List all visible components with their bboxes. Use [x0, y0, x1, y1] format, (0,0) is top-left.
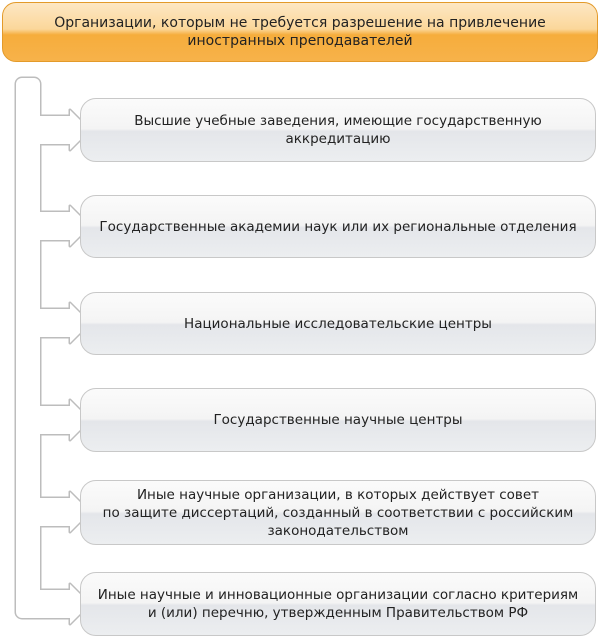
org-box-academies: Государственные академии наук или их рег…	[80, 195, 596, 258]
connector-trunk	[16, 78, 40, 618]
org-box-innovation-orgs: Иные научные и инновационные организации…	[80, 572, 596, 636]
box-line: Государственные академии наук или их рег…	[99, 218, 577, 235]
box-line: аккредитацию	[285, 131, 391, 147]
arrow-icon	[30, 303, 90, 343]
org-box-state-science-centers: Государственные научные центры	[80, 388, 596, 452]
org-box-universities: Высшие учебные заведения, имеющие госуда…	[80, 98, 596, 162]
header-line: Организации, которым не требуется разреш…	[54, 15, 546, 31]
header-line: иностранных преподавателей	[187, 33, 413, 49]
box-line: Государственные научные центры	[213, 412, 463, 428]
box-line: Национальные исследовательские центры	[184, 315, 492, 332]
arrow-icon	[30, 110, 90, 150]
header-box: Организации, которым не требуется разреш…	[2, 2, 598, 62]
box-line: Иные научные и инновационные организации…	[97, 587, 579, 603]
arrow-icon	[30, 584, 90, 624]
box-line: по защите диссертаций, созданный в соотв…	[102, 504, 574, 521]
box-line: Высшие учебные заведения, имеющие госуда…	[134, 113, 542, 129]
box-line: и (или) перечню, утвержденным Правительс…	[147, 605, 529, 621]
arrow-icon	[30, 400, 90, 440]
box-line: законодательством	[267, 522, 409, 539]
box-line: Иные научные организации, в которых дейс…	[136, 486, 540, 503]
org-box-national-research-centers: Национальные исследовательские центры	[80, 292, 596, 355]
arrow-icon	[30, 492, 90, 532]
org-box-dissertation-councils: Иные научные организации, в которых дейс…	[80, 480, 596, 545]
arrow-icon	[30, 206, 90, 246]
